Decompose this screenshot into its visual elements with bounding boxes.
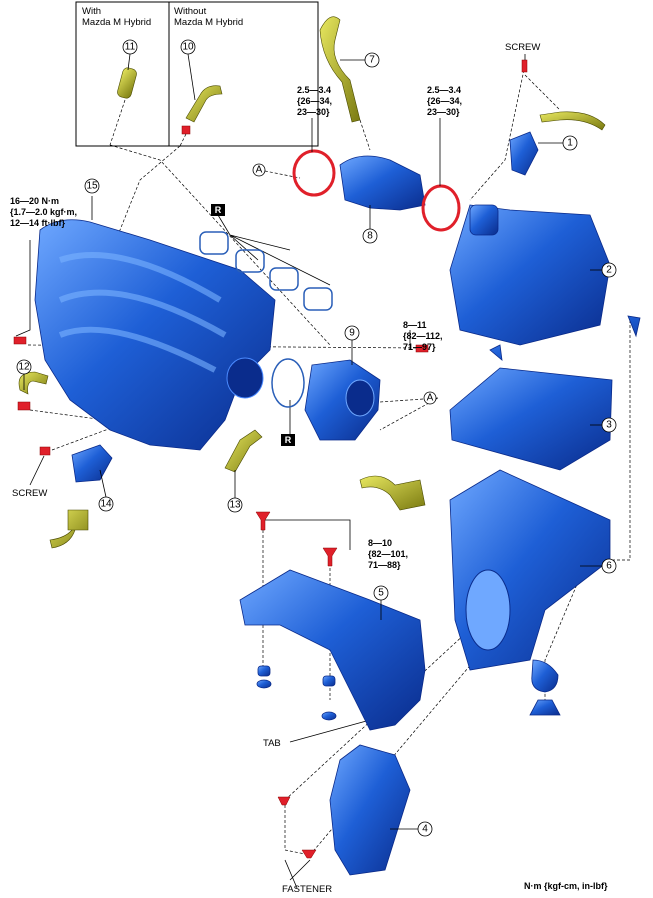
svg-text:R: R <box>285 435 292 445</box>
svg-text:9: 9 <box>349 328 355 339</box>
callout-12: 12 <box>16 359 32 390</box>
torque-throttle: 8—11 {82—112, 71—97} <box>403 320 443 352</box>
air-filter-3 <box>449 367 613 471</box>
svg-text:6: 6 <box>606 561 612 572</box>
svg-text:A: A <box>427 393 434 404</box>
callout-4: 4 <box>390 821 433 837</box>
svg-text:3: 3 <box>606 420 612 431</box>
svg-text:23—30}: 23—30} <box>427 107 460 117</box>
svg-text:8—11: 8—11 <box>403 320 427 330</box>
ref-a-left: A <box>252 163 266 177</box>
callout-5: 5 <box>373 585 389 620</box>
without-label-2: Mazda M Hybrid <box>174 17 243 28</box>
callout-9: 9 <box>344 325 360 365</box>
fasteners <box>13 59 528 859</box>
hybrid-inset: With Mazda M Hybrid Without Mazda M Hybr… <box>75 1 319 147</box>
with-label-2: Mazda M Hybrid <box>82 17 151 28</box>
clamp-right <box>421 184 461 232</box>
svg-text:{1.7—2.0 kgf·m,: {1.7—2.0 kgf·m, <box>10 207 77 217</box>
air-cleaner-cover-2 <box>449 204 611 346</box>
svg-text:1: 1 <box>567 138 573 149</box>
svg-text:2.5—3.4: 2.5—3.4 <box>297 85 331 95</box>
svg-text:4: 4 <box>422 824 428 835</box>
air-hose-8 <box>339 155 426 211</box>
callout-1: 1 <box>538 135 578 151</box>
grommets <box>256 315 641 721</box>
svg-text:15: 15 <box>86 181 98 192</box>
torque-manifold: 16—20 N·m {1.7—2.0 kgf·m, 12—14 ft·lbf} <box>10 196 77 228</box>
torque-clamp-right: 2.5—3.4 {26—34, 23—30} <box>427 85 462 186</box>
svg-text:{26—34,: {26—34, <box>297 96 332 106</box>
svg-text:11: 11 <box>125 42 136 53</box>
svg-text:16—20 N·m: 16—20 N·m <box>10 196 59 206</box>
callout-6: 6 <box>580 558 617 574</box>
svg-text:12: 12 <box>18 362 30 373</box>
screw-label-top: SCREW <box>505 42 540 53</box>
svg-text:A: A <box>256 165 263 176</box>
torque-resonator: 8—10 {82—101, 71—88} <box>368 538 408 570</box>
hose-13 <box>224 429 263 473</box>
svg-text:71—97}: 71—97} <box>403 342 436 352</box>
svg-text:{82—112,: {82—112, <box>403 331 443 341</box>
callout-13: 13 <box>227 470 243 513</box>
svg-text:13: 13 <box>229 500 241 511</box>
callout-14: 14 <box>98 469 114 512</box>
svg-text:10: 10 <box>182 42 194 53</box>
svg-text:2: 2 <box>606 265 612 276</box>
ref-r-top: R <box>211 204 225 216</box>
tab-label: TAB <box>263 738 281 749</box>
svg-text:8: 8 <box>367 231 373 242</box>
callout-7: 7 <box>340 52 380 68</box>
svg-text:12—14 ft·lbf}: 12—14 ft·lbf} <box>10 218 66 228</box>
callout-2: 2 <box>590 262 617 278</box>
svg-text:2.5—3.4: 2.5—3.4 <box>427 85 461 95</box>
svg-text:R: R <box>215 205 222 215</box>
clip <box>181 125 191 135</box>
callout-3: 3 <box>590 417 617 433</box>
ref-r-bottom: R <box>281 434 295 446</box>
maf-sensor-1 <box>509 131 539 176</box>
callout-8: 8 <box>362 205 378 244</box>
hose-10 <box>185 85 223 123</box>
hose-7 <box>319 16 361 123</box>
units-label: N·m {kgf-cm, in-lbf} <box>524 881 608 891</box>
svg-text:{82—101,: {82—101, <box>368 549 408 559</box>
with-label: With <box>82 6 101 17</box>
resonator-5 <box>239 569 426 731</box>
svg-text:5: 5 <box>378 588 384 599</box>
manifold-gaskets <box>199 231 333 408</box>
svg-text:71—88}: 71—88} <box>368 560 401 570</box>
callout-15: 15 <box>84 178 100 194</box>
screw-label-left: SCREW <box>12 488 47 499</box>
intake-manifold-15 <box>34 219 276 451</box>
sensor-14 <box>71 444 113 483</box>
callout-10: 10 <box>180 39 196 101</box>
leader-lines <box>15 64 631 889</box>
fastener-label: FASTENER <box>282 884 332 895</box>
svg-text:8—10: 8—10 <box>368 538 392 548</box>
hose-12 <box>18 371 49 395</box>
svg-text:23—30}: 23—30} <box>297 107 330 117</box>
hose-11 <box>117 67 137 99</box>
torque-clamp-left: 2.5—3.4 {26—34, 23—30} <box>297 85 332 152</box>
svg-text:14: 14 <box>100 499 112 510</box>
svg-text:7: 7 <box>369 55 375 66</box>
ref-a-right: A <box>423 391 437 405</box>
clamp-left <box>292 149 336 197</box>
without-label: Without <box>174 6 207 17</box>
air-duct-4 <box>329 744 411 876</box>
callout-11: 11 <box>122 39 138 71</box>
svg-text:{26—34,: {26—34, <box>427 96 462 106</box>
